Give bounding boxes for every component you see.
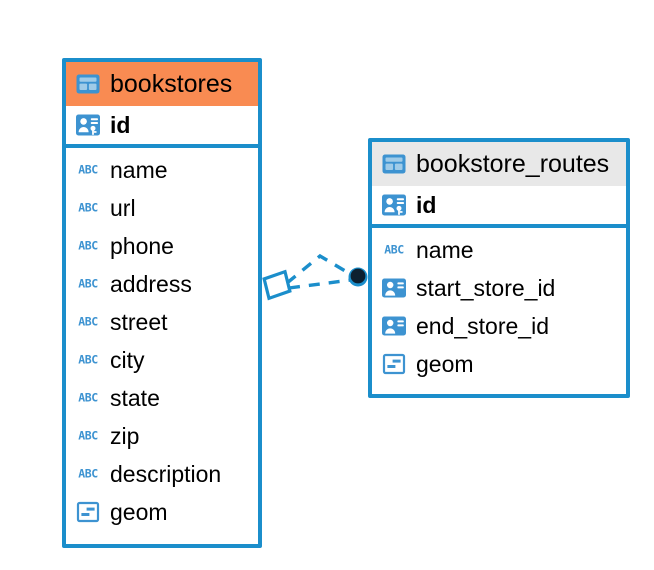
field-row-street[interactable]: ABC street [66,303,258,341]
field-label: name [110,156,168,183]
text-abc-icon: ABC [381,237,407,263]
field-row-zip[interactable]: ABC zip [66,417,258,455]
primary-key-section-bookstores: id [66,106,258,148]
text-abc-icon: ABC [75,423,101,449]
field-row-start-store-id[interactable]: start_store_id [372,269,626,307]
field-label: address [110,270,192,297]
entity-header-bookstores[interactable]: bookstores [66,62,258,106]
entity-bookstores[interactable]: bookstores id [62,58,262,548]
field-label: start_store_id [416,274,556,301]
svg-text:ABC: ABC [78,163,98,177]
relationship-line-start-store [285,253,353,285]
text-abc-icon: ABC [75,347,101,373]
field-row-id[interactable]: id [372,186,626,224]
field-label: name [416,236,474,263]
entity-header-bookstore-routes[interactable]: bookstore_routes [372,142,626,186]
field-label: zip [110,422,140,449]
text-abc-icon: ABC [75,461,101,487]
relationship-target-circle-icon [348,267,368,287]
foreign-key-icon [381,313,407,339]
field-row-address[interactable]: ABC address [66,265,258,303]
field-row-geom[interactable]: geom [66,493,258,531]
text-abc-icon: ABC [75,309,101,335]
entity-bookstore-routes[interactable]: bookstore_routes id [368,138,630,398]
svg-text:ABC: ABC [78,201,98,215]
primary-key-icon [75,112,101,138]
entity-title-bookstore-routes: bookstore_routes [416,149,610,178]
svg-text:ABC: ABC [78,239,98,253]
field-row-end-store-id[interactable]: end_store_id [372,307,626,345]
field-name-id: id [416,191,437,218]
foreign-key-icon [381,275,407,301]
field-row-url[interactable]: ABC url [66,189,258,227]
field-label: end_store_id [416,312,549,339]
geometry-icon [75,499,101,525]
svg-text:ABC: ABC [384,243,404,257]
field-row-city[interactable]: ABC city [66,341,258,379]
table-grid-icon [75,71,101,97]
field-row-state[interactable]: ABC state [66,379,258,417]
field-row-name[interactable]: ABC name [66,151,258,189]
field-row-id[interactable]: id [66,106,258,144]
geometry-icon [381,351,407,377]
field-row-description[interactable]: ABC description [66,455,258,493]
primary-key-section-bookstore-routes: id [372,186,626,228]
field-label: geom [110,498,168,525]
field-label: city [110,346,145,373]
field-row-phone[interactable]: ABC phone [66,227,258,265]
relationship-line-end-store [288,278,352,290]
svg-text:ABC: ABC [78,391,98,405]
text-abc-icon: ABC [75,157,101,183]
field-list-bookstore-routes: ABC name start_store_id [372,228,626,387]
svg-text:ABC: ABC [78,353,98,367]
field-label: phone [110,232,174,259]
svg-text:ABC: ABC [78,429,98,443]
field-label: state [110,384,160,411]
text-abc-icon: ABC [75,233,101,259]
entity-title-bookstores: bookstores [110,69,233,98]
svg-text:ABC: ABC [78,467,98,481]
field-label: description [110,460,222,487]
text-abc-icon: ABC [75,271,101,297]
text-abc-icon: ABC [75,195,101,221]
svg-text:ABC: ABC [78,315,98,329]
primary-key-icon [381,192,407,218]
field-name-id: id [110,111,131,138]
field-label: street [110,308,168,335]
field-label: url [110,194,136,221]
svg-text:ABC: ABC [78,277,98,291]
relationship-source-rhombus-icon [262,269,292,301]
table-grid-icon [381,151,407,177]
field-list-bookstores: ABC name ABC url ABC pho [66,148,258,535]
field-label: geom [416,350,474,377]
field-row-name[interactable]: ABC name [372,231,626,269]
text-abc-icon: ABC [75,385,101,411]
field-row-geom[interactable]: geom [372,345,626,383]
